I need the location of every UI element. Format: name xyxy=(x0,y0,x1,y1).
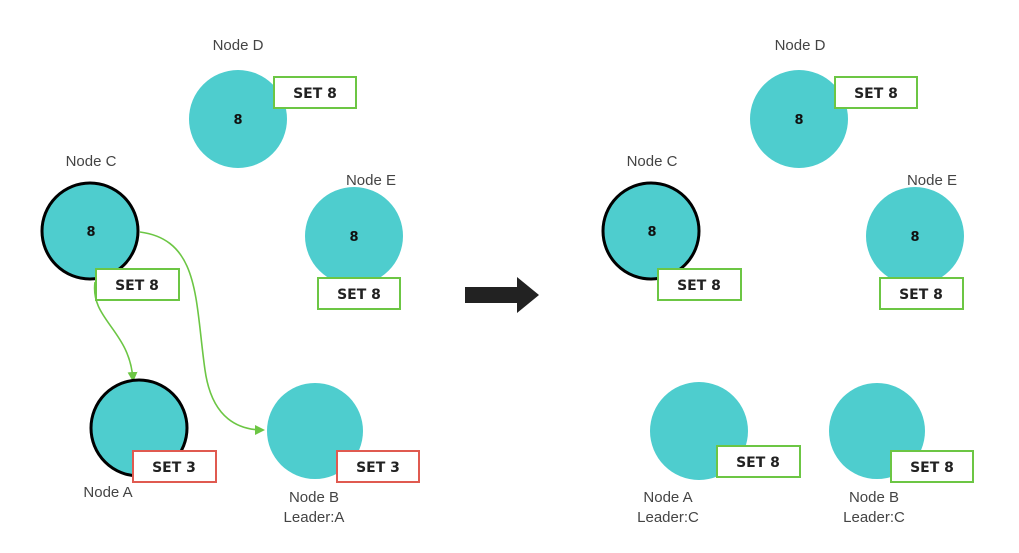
log-entry-tag: SET 8 xyxy=(879,277,964,310)
svg-text:SET 3: SET 3 xyxy=(152,460,196,476)
log-entry-tag: SET 8 xyxy=(273,76,357,109)
before-node-e: Node E 8 SET 8 xyxy=(305,172,403,310)
before-node-d: Node D 8 SET 8 xyxy=(189,37,357,168)
transition-arrow xyxy=(465,277,539,313)
node-value: 8 xyxy=(86,225,95,240)
before-node-c-log-entry-tag: SET 8 xyxy=(95,268,180,301)
before-node-b: SET 3 Node B Leader:A xyxy=(267,383,420,526)
node-value: 8 xyxy=(910,230,919,245)
after-node-a: SET 8 Node A Leader:C xyxy=(637,382,801,526)
node-circle xyxy=(866,187,964,285)
log-entry-tag: SET 8 xyxy=(834,76,918,109)
node-leader: Leader:A xyxy=(284,509,345,526)
log-entry-tag: SET 8 xyxy=(317,277,401,310)
after-panel: Node D 8 SET 8 Node C 8 SET 8 Node E 8 xyxy=(601,37,974,526)
node-circle xyxy=(750,70,848,168)
after-node-e: Node E 8 SET 8 xyxy=(866,172,964,310)
node-name: Node B xyxy=(849,489,899,506)
node-value: 8 xyxy=(349,230,358,245)
node-circle xyxy=(305,187,403,285)
svg-text:SET 3: SET 3 xyxy=(356,460,400,476)
node-leader: Leader:C xyxy=(843,509,905,526)
after-node-d: Node D 8 SET 8 xyxy=(750,37,918,168)
before-node-a: SET 3 Node A xyxy=(83,378,217,501)
node-name: Node B xyxy=(289,489,339,506)
svg-text:SET 8: SET 8 xyxy=(293,86,337,102)
node-name: Node C xyxy=(66,153,117,170)
svg-text:SET 8: SET 8 xyxy=(115,278,159,294)
svg-text:SET 8: SET 8 xyxy=(677,278,721,294)
node-name: Node E xyxy=(346,172,396,189)
svg-text:SET 8: SET 8 xyxy=(736,455,780,471)
node-name: Node C xyxy=(627,153,678,170)
svg-text:SET 8: SET 8 xyxy=(854,86,898,102)
node-circle xyxy=(40,181,140,281)
svg-text:SET 8: SET 8 xyxy=(899,287,943,303)
node-value: 8 xyxy=(794,113,803,128)
node-leader: Leader:C xyxy=(637,509,699,526)
node-name: Node E xyxy=(907,172,957,189)
node-name: Node A xyxy=(83,484,132,501)
log-entry-tag: SET 8 xyxy=(716,445,801,478)
log-entry-tag: SET 3 xyxy=(132,450,217,483)
after-node-c: Node C 8 SET 8 xyxy=(601,153,742,301)
node-circle xyxy=(189,70,287,168)
svg-text:SET 8: SET 8 xyxy=(910,460,954,476)
replication-arrow-c-to-b xyxy=(139,231,265,435)
log-entry-tag: SET 8 xyxy=(890,450,974,483)
log-entry-tag: SET 3 xyxy=(336,450,420,483)
before-panel: Node D 8 SET 8 Node C 8 Node E 8 SET 8 xyxy=(40,37,420,526)
node-circle xyxy=(601,181,701,281)
node-name: Node D xyxy=(775,37,826,54)
node-name: Node D xyxy=(213,37,264,54)
log-entry-tag: SET 8 xyxy=(657,268,742,301)
svg-text:SET 8: SET 8 xyxy=(337,287,381,303)
node-value: 8 xyxy=(233,113,242,128)
node-name: Node A xyxy=(643,489,692,506)
after-node-b: SET 8 Node B Leader:C xyxy=(829,383,974,526)
before-node-c: Node C 8 xyxy=(40,153,140,281)
node-value: 8 xyxy=(647,225,656,240)
